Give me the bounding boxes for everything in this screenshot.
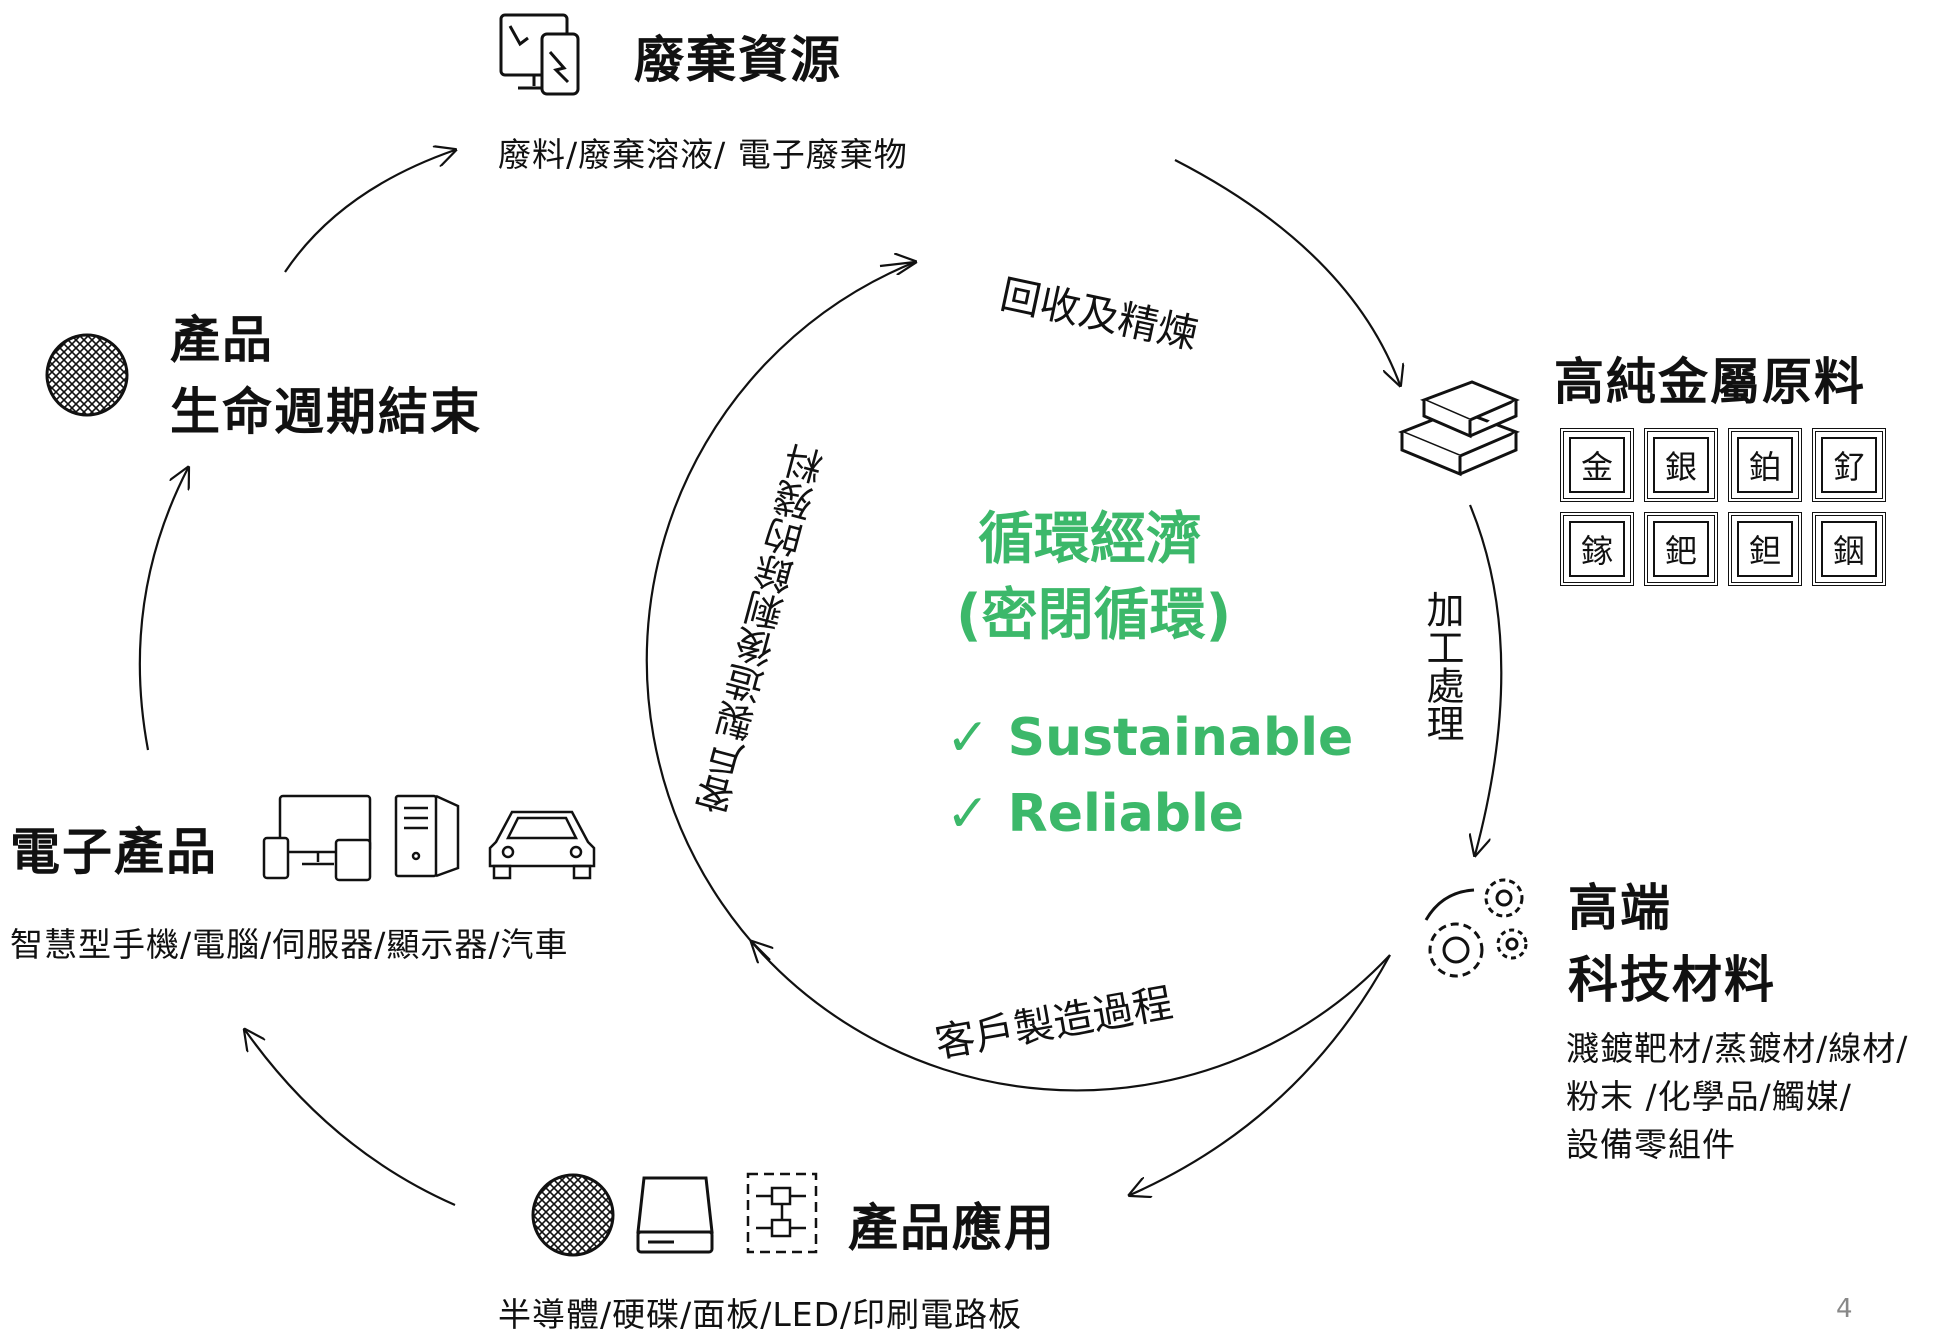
hightech-subtitle-line3: 設備零組件: [1566, 1125, 1736, 1164]
element-cell: 鎵: [1560, 512, 1634, 586]
center-subtitle: (密閉循環): [956, 583, 1232, 648]
check-sustainable: ✓ Sustainable: [946, 708, 1354, 768]
devices-icon: [262, 794, 372, 882]
arrow-application-to-electronics: [245, 1030, 456, 1207]
metal-title: 高純金屬原料: [1554, 353, 1866, 411]
element-cell: 銀: [1644, 428, 1718, 502]
arrow-eol-to-waste: [284, 150, 455, 273]
inner-arrow-top: [879, 262, 915, 266]
hightech-title-line2: 科技材料: [1568, 951, 1776, 1009]
arrow-waste-to-metal: [1174, 159, 1400, 385]
electronics-title: 電子產品: [10, 823, 218, 881]
element-cell: 金: [1560, 428, 1634, 502]
page-number: 4: [1836, 1294, 1853, 1324]
arrow-metal-to-hightech: [1470, 504, 1503, 855]
inner-arrow-left: [752, 942, 770, 960]
hightech-subtitle-line1: 濺鍍靶材/蒸鍍材/線材/: [1566, 1029, 1909, 1068]
element-cell: 鈀: [1644, 512, 1718, 586]
application-title: 產品應用: [848, 1199, 1056, 1257]
hard-drive-icon: [636, 1176, 714, 1254]
element-cell: 鉭: [1728, 512, 1802, 586]
eol-title-line1: 產品: [170, 311, 274, 369]
element-cell: 銦: [1812, 512, 1886, 586]
circuit-board-icon: [746, 1172, 818, 1254]
gold-bars-icon: [1398, 380, 1521, 477]
element-cell: 鉑: [1728, 428, 1802, 502]
element-grid: 金 銀 鉑 釕 鎵 鈀 鉭 銦: [1560, 428, 1886, 586]
check-reliable: ✓ Reliable: [946, 784, 1245, 844]
application-subtitle: 半導體/硬碟/面板/LED/印刷電路板: [498, 1295, 1023, 1334]
wafer-icon: [531, 1173, 615, 1257]
electronics-subtitle: 智慧型手機/電腦/伺服器/顯示器/汽車: [10, 925, 569, 964]
server-tower-icon: [394, 794, 460, 878]
element-cell: 釕: [1812, 428, 1886, 502]
inner-cycle-circle: [645, 260, 1391, 1092]
broken-devices-icon: [499, 13, 580, 96]
waste-subtitle: 廢料/廢棄溶液/ 電子廢棄物: [498, 135, 908, 174]
arrow-electronics-to-eol: [138, 468, 188, 751]
car-icon: [488, 810, 596, 880]
hightech-subtitle-line2: 粉末 /化學品/觸媒/: [1566, 1077, 1852, 1116]
gears-icon: [1424, 878, 1528, 978]
waste-title: 廢棄資源: [634, 31, 842, 89]
eol-title-line2: 生命週期結束: [170, 383, 482, 441]
processing-label: 加工處理: [1420, 590, 1464, 742]
hightech-title-line1: 高端: [1568, 879, 1672, 937]
wafer-icon: [45, 333, 129, 417]
center-title: 循環經濟: [978, 507, 1202, 572]
arrow-hightech-to-application: [1130, 954, 1391, 1195]
